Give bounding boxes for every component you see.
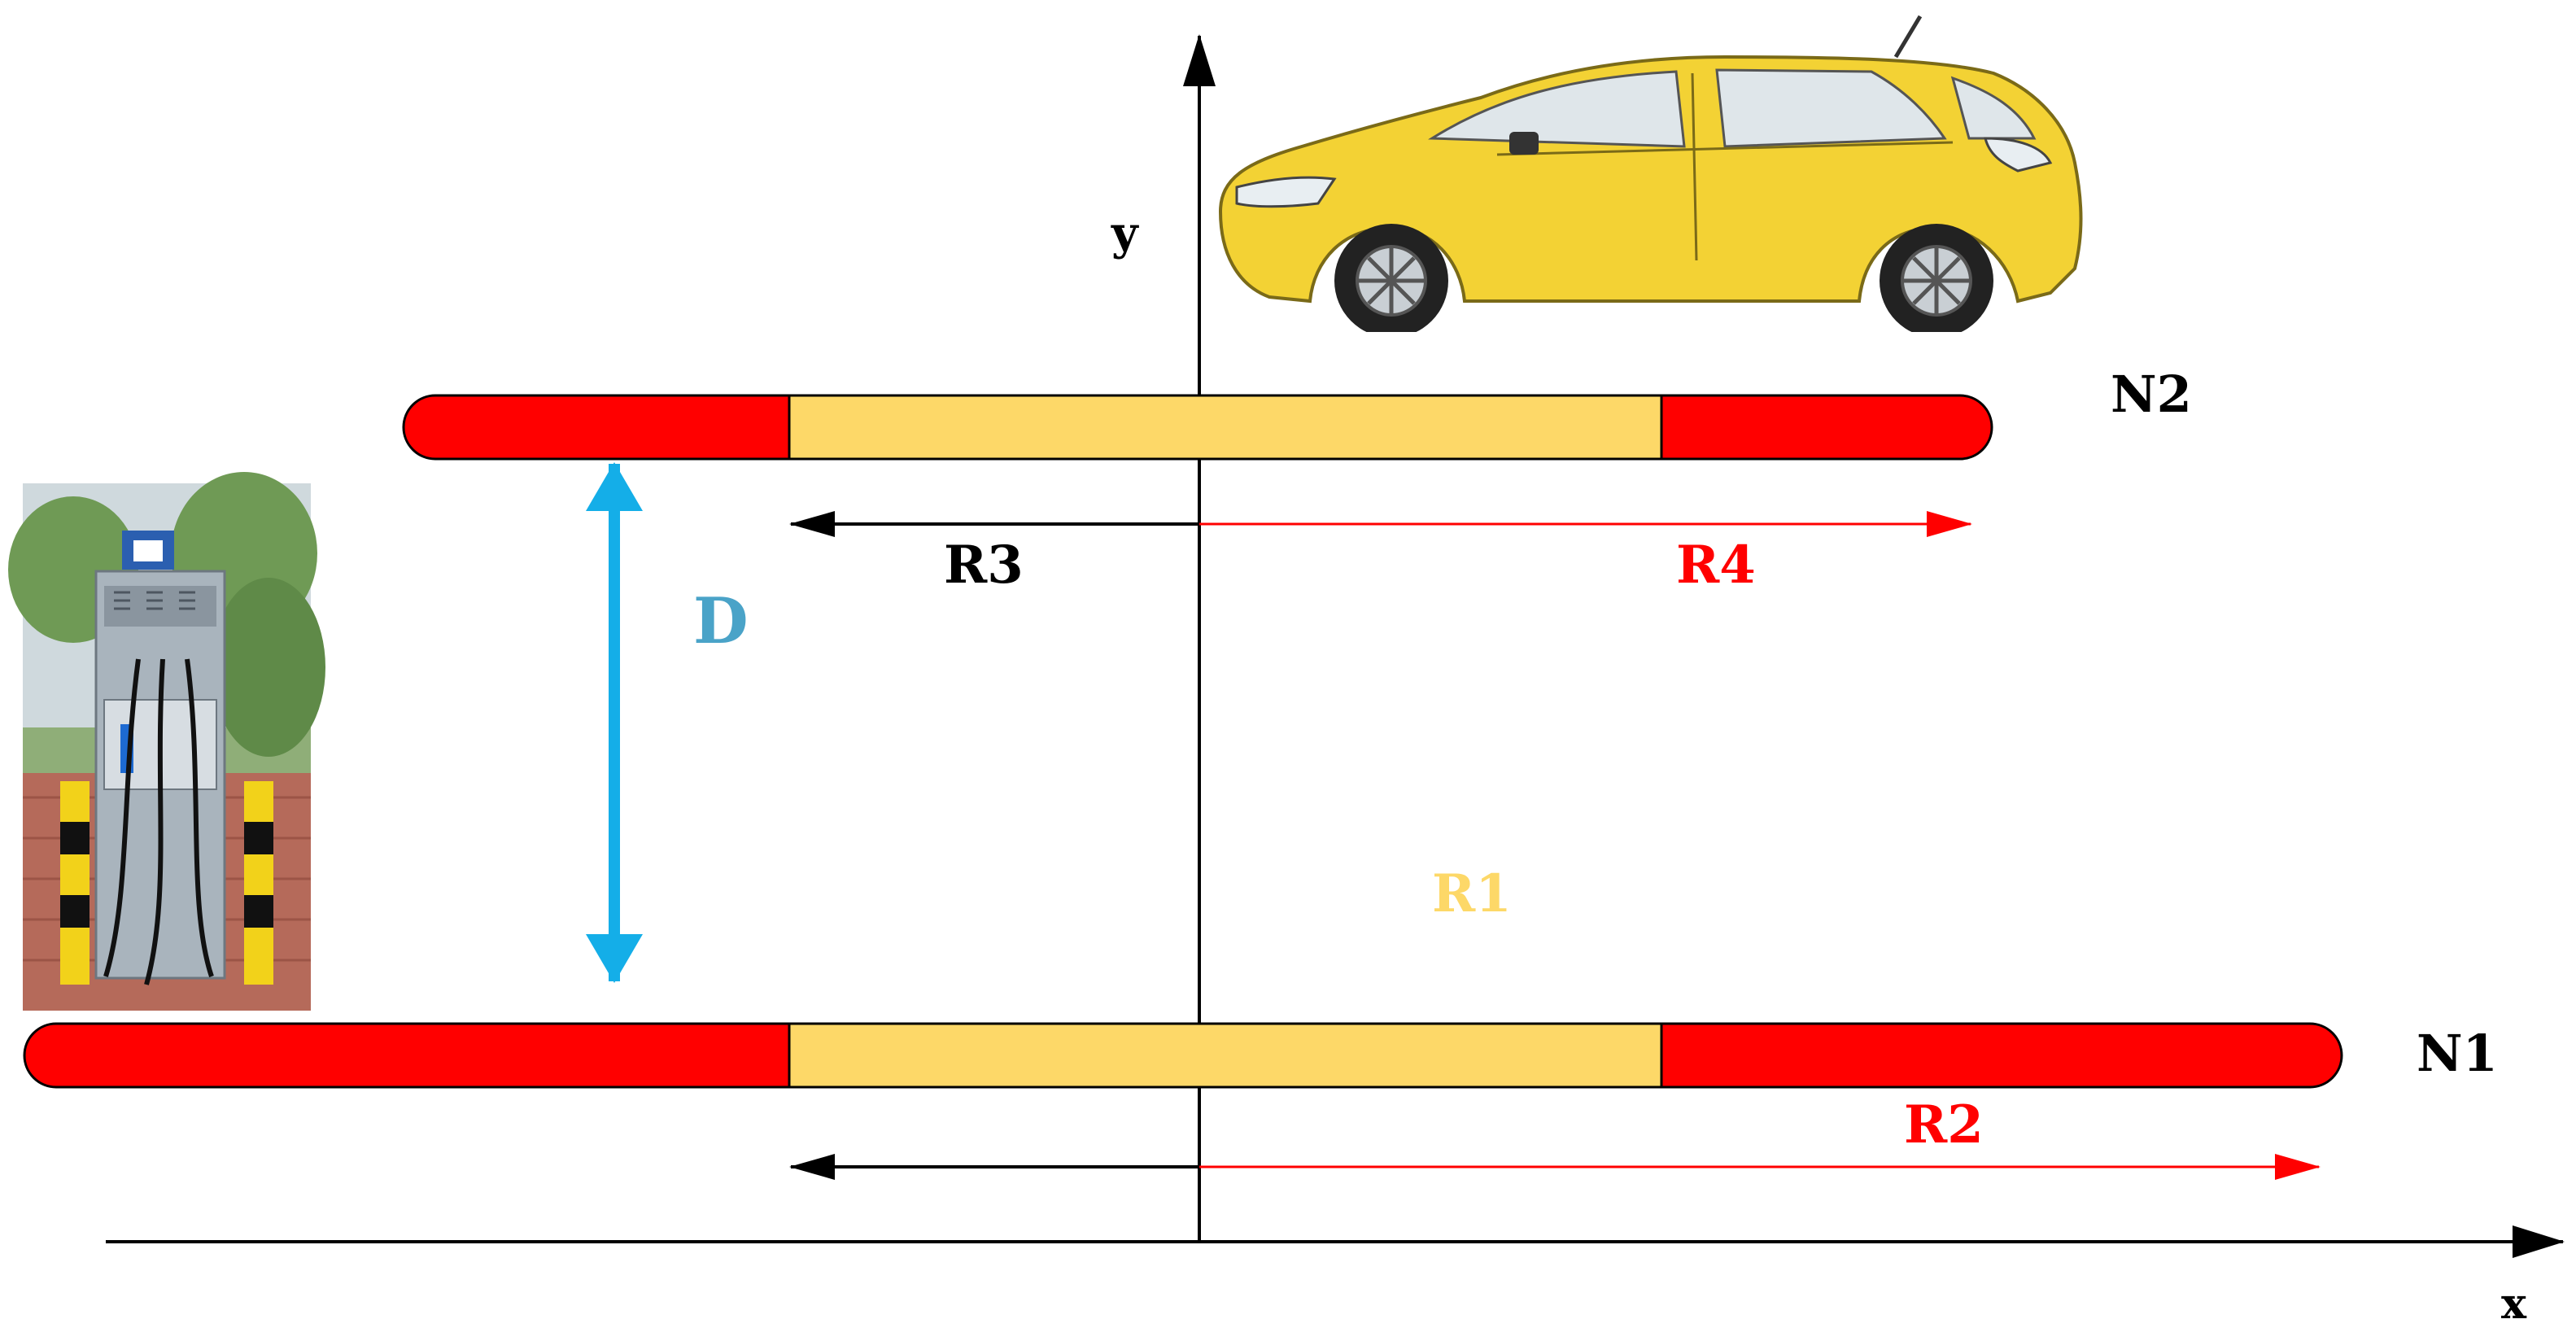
coil-n2: N2: [402, 365, 2192, 461]
air-gap-distance: D: [586, 462, 749, 983]
distance-label: D: [693, 584, 749, 658]
coil-n1-inner-region: [788, 1022, 1663, 1089]
coil-n1: N1: [23, 1022, 2498, 1089]
coil-n1-label: N1: [2417, 1024, 2498, 1083]
r2-label: R2: [1904, 1094, 1984, 1155]
y-axis-label: y: [1111, 207, 1139, 260]
r3-label: R3: [944, 535, 1024, 596]
r1-label: R1: [1432, 863, 1512, 924]
n2-radius-arrows: R3 R4: [789, 511, 1972, 596]
coil-n2-label: N2: [2111, 365, 2192, 424]
x-axis-label: x: [2501, 1279, 2527, 1329]
ev-charger-icon: [8, 472, 325, 1011]
n1-radius-arrows: R2 R1: [789, 863, 2321, 1180]
car-icon: [1218, 15, 2083, 332]
coil-n2-inner-region: [788, 394, 1663, 461]
r4-label: R4: [1676, 535, 1756, 596]
